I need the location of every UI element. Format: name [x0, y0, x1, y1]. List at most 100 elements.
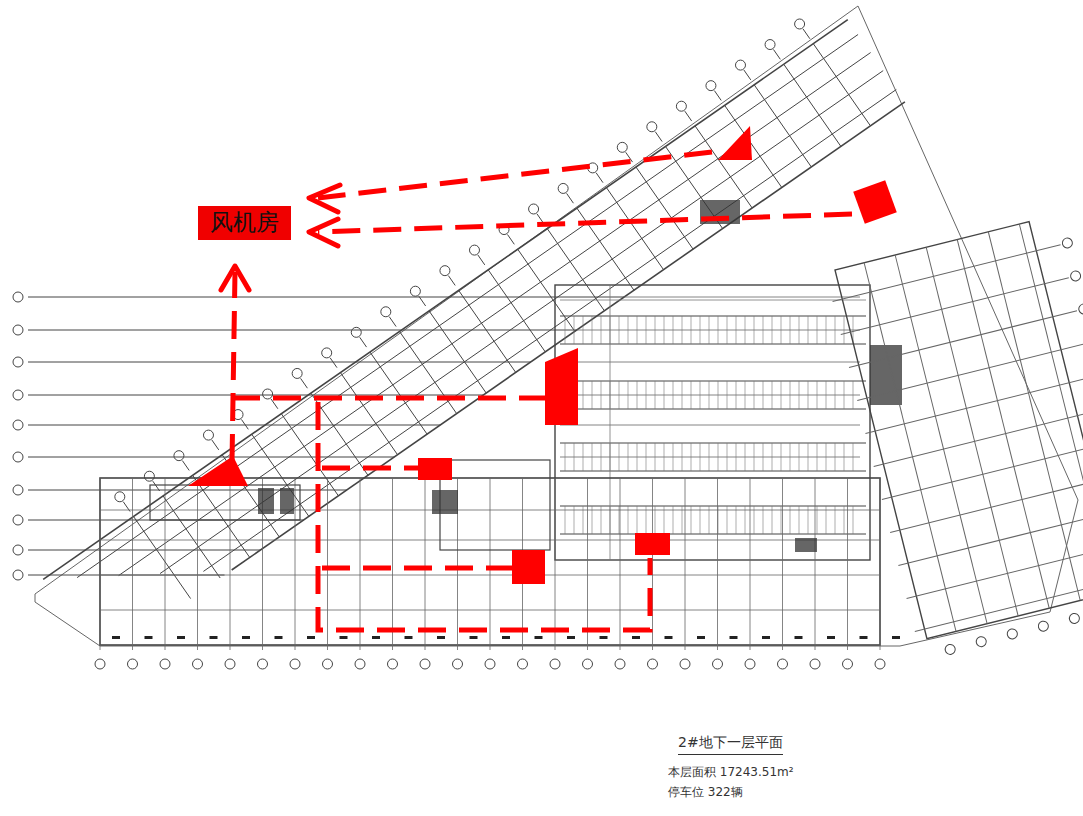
parking-stall: [601, 381, 602, 409]
axis-bubble: [1078, 303, 1083, 315]
drive-lane: [610, 285, 611, 560]
axis-bubble: [550, 659, 560, 669]
grid-line: [624, 297, 860, 298]
plan-note: 本层面积 17243.51m²: [668, 764, 794, 781]
grid-line: [833, 245, 1061, 302]
grid-line: [1019, 224, 1083, 593]
parking-stall: [808, 381, 809, 409]
axis-bubble: [13, 390, 23, 400]
parking-stall: [781, 316, 782, 344]
grid-line: [100, 478, 101, 650]
parking-stall: [826, 443, 827, 471]
parking-stall: [682, 443, 683, 471]
grid-line: [865, 377, 1083, 434]
parking-stall: [574, 316, 575, 344]
grid-line: [425, 478, 426, 650]
red-markup: [188, 126, 897, 630]
parking-stall: [655, 316, 656, 344]
axis-bubble: [388, 659, 398, 669]
wall-mark: [242, 636, 250, 639]
band-line: [119, 53, 871, 576]
axis-bubble: [706, 81, 716, 91]
airflow-path: [318, 402, 650, 630]
drawing-title: 2#地下一层平面: [678, 734, 783, 755]
axis-tick: [773, 49, 780, 59]
vent-marker: [853, 180, 897, 224]
grid-line: [197, 478, 198, 650]
parking-stall: [727, 443, 728, 471]
grid-line: [895, 255, 987, 624]
vent-marker: [718, 126, 752, 160]
band-grid-line: [193, 475, 250, 557]
axis-bubble: [13, 357, 23, 367]
axis-bubble: [765, 40, 775, 50]
axis-bubble: [778, 659, 788, 669]
axis-tick: [655, 132, 662, 142]
axis-bubble: [745, 659, 755, 669]
axis-bubble: [735, 60, 745, 70]
parking-stall: [763, 381, 764, 409]
grid-line: [782, 478, 783, 650]
parking-stall: [655, 381, 656, 409]
parking-stall: [700, 381, 701, 409]
parking-stall: [754, 443, 755, 471]
axis-tick: [596, 173, 603, 183]
axis-bubble: [95, 659, 105, 669]
parking-row: [560, 534, 866, 535]
stair-core: [258, 488, 274, 514]
grid-line: [841, 278, 1069, 335]
axis-bubble: [13, 452, 23, 462]
grid-line: [360, 478, 361, 650]
parking-stall: [745, 381, 746, 409]
axis-tick: [714, 91, 721, 101]
parking-stall: [790, 316, 791, 344]
grid-line: [864, 263, 956, 632]
airflow-path: [318, 152, 712, 198]
parking-stall: [844, 316, 845, 344]
grid-line: [717, 478, 718, 650]
parking-stall: [727, 316, 728, 344]
parking-stall: [601, 316, 602, 344]
wall-mark: [697, 636, 705, 639]
band-grid-line: [636, 167, 693, 249]
parking-stall: [844, 443, 845, 471]
arrowhead: [309, 219, 338, 246]
parking-stall: [583, 316, 584, 344]
vent-marker: [545, 348, 578, 425]
airflow-path: [232, 272, 235, 462]
band-line: [77, 34, 858, 577]
grid-line: [988, 232, 1080, 601]
parking-stall: [844, 381, 845, 409]
parking-stall: [799, 381, 800, 409]
parking-stall: [664, 316, 665, 344]
grid-line: [28, 457, 394, 458]
airflow-path: [232, 396, 545, 401]
grid-line: [880, 478, 881, 650]
grid-line: [28, 297, 624, 298]
band-line: [43, 20, 848, 580]
band-grid-line: [400, 331, 457, 413]
band-grid-line: [459, 290, 516, 372]
wall-mark: [535, 636, 543, 639]
grid-line: [857, 344, 1083, 401]
axis-tick: [301, 378, 308, 388]
parking-stall: [826, 316, 827, 344]
grid-line: [907, 542, 1083, 599]
grid-line: [915, 575, 1083, 632]
axis-tick: [448, 276, 455, 286]
parking-stall: [646, 316, 647, 344]
grid-line: [849, 311, 1077, 368]
parking-stall: [826, 381, 827, 409]
band-line: [160, 71, 883, 574]
grid-line: [555, 478, 556, 650]
parking-stall: [565, 316, 566, 344]
parking-stall: [637, 443, 638, 471]
wall-mark: [275, 636, 283, 639]
axis-bubble: [469, 245, 479, 255]
grid-line: [28, 490, 347, 491]
grid-line: [587, 478, 588, 650]
axis-bubble: [676, 101, 686, 111]
axis-bubble: [617, 142, 627, 152]
